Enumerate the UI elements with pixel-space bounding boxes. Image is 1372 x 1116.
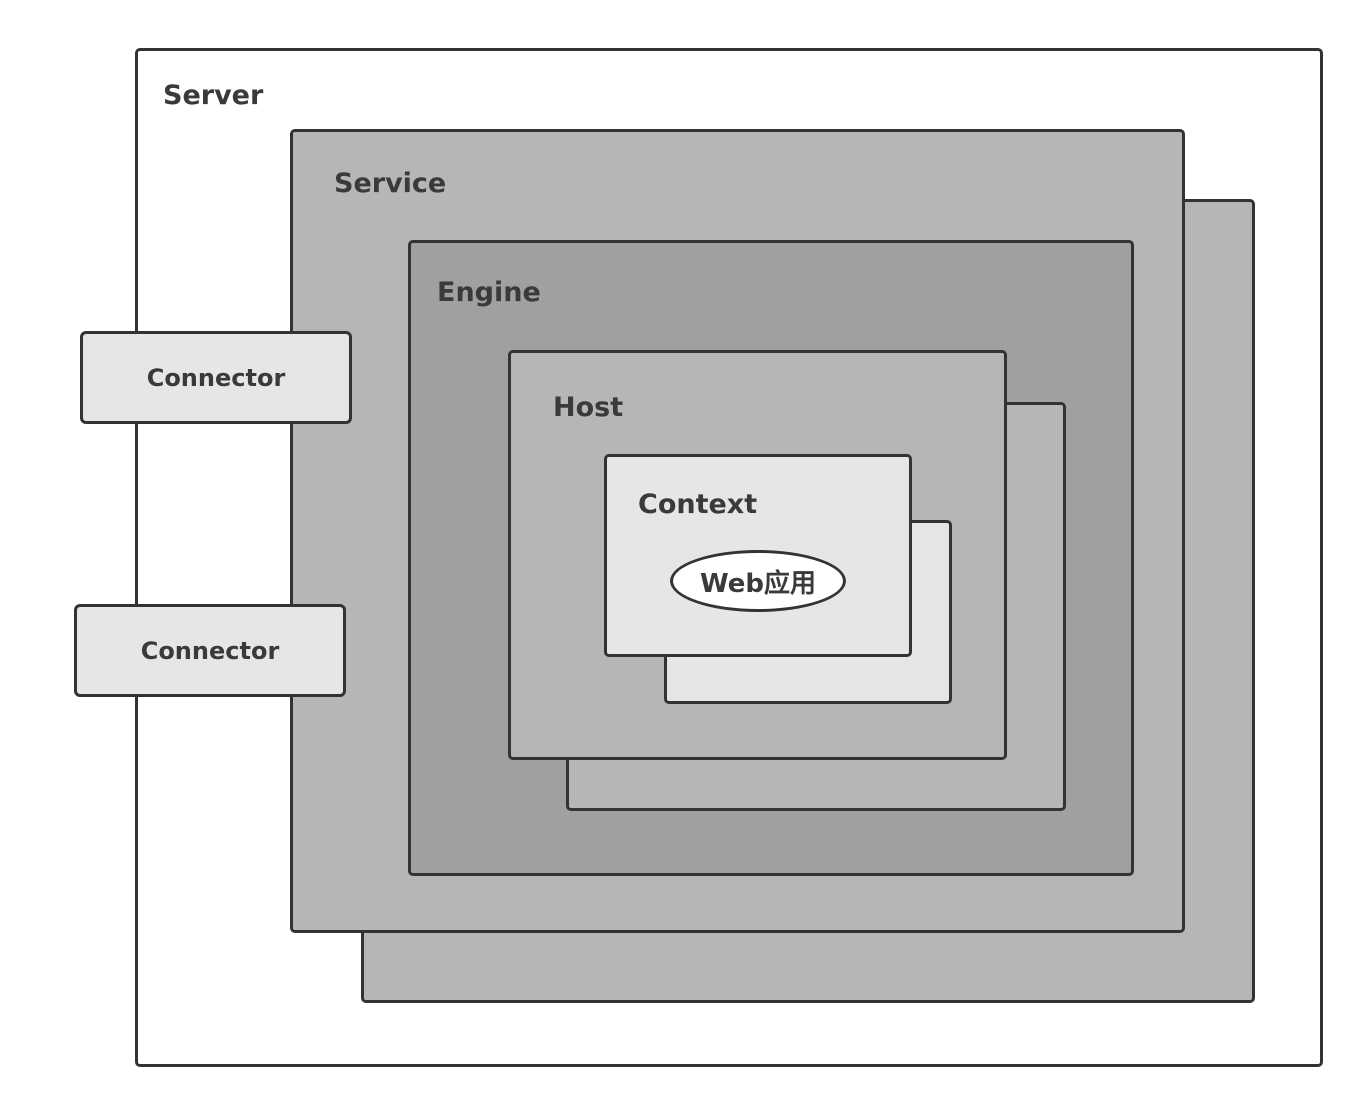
connector-box-1: Connector	[80, 331, 352, 424]
webapp-label: Web应用	[700, 568, 816, 599]
connector-box-2: Connector	[74, 604, 346, 697]
engine-label: Engine	[437, 277, 541, 308]
webapp-ellipse: Web应用	[670, 550, 846, 612]
connector-label: Connector	[146, 363, 286, 392]
context-label: Context	[638, 489, 758, 520]
service-label: Service	[334, 168, 447, 199]
host-label: Host	[553, 392, 624, 423]
context-box	[604, 454, 912, 657]
server-label: Server	[163, 80, 264, 111]
connector-label: Connector	[140, 636, 280, 665]
